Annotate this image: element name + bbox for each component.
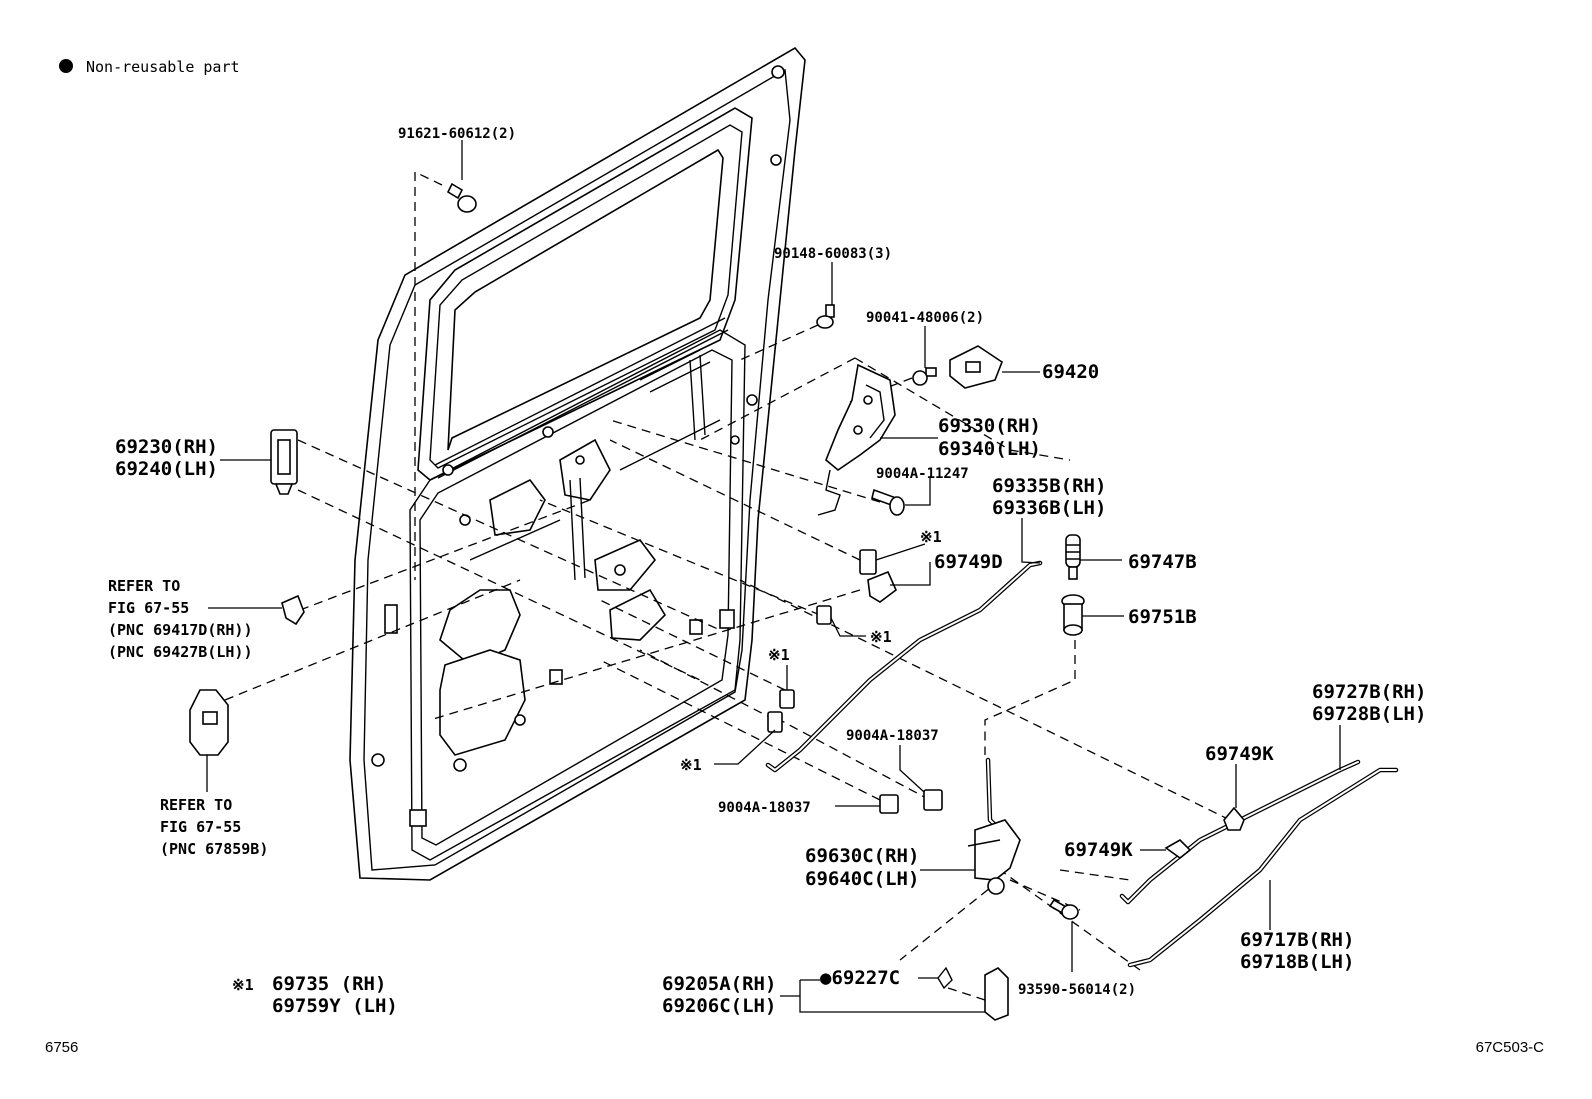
- label-69420: 69420: [1042, 361, 1099, 383]
- clip-69749D-icon: [867, 570, 897, 603]
- label-93590-56014: 93590-56014(2): [1018, 982, 1136, 998]
- label-91621-60612: 91621-60612(2): [398, 126, 516, 142]
- label-69205A: 69205A(RH): [662, 973, 776, 995]
- label-69330: 69330(RH): [938, 415, 1041, 437]
- label-9004A-18037-b: 9004A-18037: [846, 728, 939, 744]
- grommet-69751B-icon: [1061, 594, 1085, 636]
- label-69749D: 69749D: [934, 551, 1003, 573]
- refer1-line4: (PNC 69427B(LH)): [108, 643, 253, 661]
- label-90041-48006: 90041-48006(2): [866, 310, 984, 326]
- refer2-line3: (PNC 67859B): [160, 840, 268, 858]
- refer1-line2: FIG 67-55: [108, 599, 189, 617]
- label-69240: 69240(LH): [115, 458, 218, 480]
- legend-text: Non-reusable part: [86, 58, 240, 76]
- clip-69749K-b-icon: [1164, 839, 1192, 860]
- hinge-icon: [270, 429, 298, 495]
- striker-69420-icon: [949, 345, 1003, 389]
- label-69206C: 69206C(LH): [662, 995, 776, 1017]
- non-reusable-dot-icon: [59, 59, 73, 73]
- lock-knob-69747B-icon: [1065, 534, 1081, 580]
- label-69630C: 69630C(RH): [805, 845, 919, 867]
- footnote-line1: 69735 (RH): [272, 973, 386, 995]
- footer-left-code: 6756: [45, 1039, 78, 1056]
- door-panel: [349, 46, 806, 881]
- label-69640C: 69640C(LH): [805, 868, 919, 890]
- clip-mark1-a-icon: [859, 549, 877, 575]
- assembly-lines: [224, 171, 1231, 1001]
- label-69227C: ●69227C: [820, 967, 900, 989]
- label-69335B: 69335B(RH): [992, 475, 1106, 497]
- label-69336B: 69336B(LH): [992, 497, 1106, 519]
- bolt-9004A-11247-icon: [871, 488, 905, 516]
- footnote-mark: ※1: [232, 976, 254, 994]
- label-69727B: 69727B(RH): [1312, 681, 1426, 703]
- footer-right-code: 67C503-C: [1476, 1039, 1545, 1056]
- label-mark1-a: ※1: [920, 528, 942, 546]
- label-69340: 69340(LH): [938, 438, 1041, 460]
- screw-93590-icon: [1048, 898, 1079, 920]
- refer1-line1: REFER TO: [108, 577, 180, 595]
- refer-part-69417D-icon: [281, 594, 305, 626]
- clip-69227C-icon: [937, 966, 953, 990]
- label-69751B: 69751B: [1128, 606, 1197, 628]
- label-69747B: 69747B: [1128, 551, 1197, 573]
- clip-mark1-b-icon: [816, 605, 832, 625]
- label-69230: 69230(RH): [115, 436, 218, 458]
- outside-handle-icon: [984, 967, 1009, 1021]
- label-69749K-b: 69749K: [1064, 839, 1133, 861]
- label-69749K-a: 69749K: [1205, 743, 1274, 765]
- label-69718B: 69718B(LH): [1240, 951, 1354, 973]
- label-69717B: 69717B(RH): [1240, 929, 1354, 951]
- rods: [765, 560, 1399, 968]
- label-mark1-c: ※1: [768, 646, 790, 664]
- refer2-line1: REFER TO: [160, 796, 232, 814]
- clip-69749K-a-icon: [1223, 806, 1245, 831]
- clip-9004A-18037-a-icon: [879, 794, 899, 814]
- screw-90148-icon: [816, 304, 835, 329]
- clip-mark1-c-icon: [779, 689, 795, 709]
- label-9004A-11247: 9004A-11247: [876, 466, 969, 482]
- label-9004A-18037-a: 9004A-18037: [718, 800, 811, 816]
- footnote-line2: 69759Y (LH): [272, 995, 398, 1017]
- refer2-line2: FIG 67-55: [160, 818, 241, 836]
- door-lock-icon: [817, 363, 896, 516]
- refer1-line3: (PNC 69417D(RH)): [108, 621, 253, 639]
- leader-lines: [206, 140, 1341, 1013]
- screw-90041-icon: [912, 367, 937, 386]
- label-90148-60083: 90148-60083(3): [774, 246, 892, 262]
- bell-crank-icon: [967, 819, 1021, 895]
- label-69728B: 69728B(LH): [1312, 703, 1426, 725]
- clip-mark1-d-icon: [767, 711, 783, 733]
- refer-part-67859B-icon: [189, 689, 229, 756]
- bolt-91621-icon: [446, 182, 477, 213]
- label-mark1-b: ※1: [870, 628, 892, 646]
- clip-9004A-18037-b-icon: [923, 789, 943, 811]
- label-mark1-d: ※1: [680, 756, 702, 774]
